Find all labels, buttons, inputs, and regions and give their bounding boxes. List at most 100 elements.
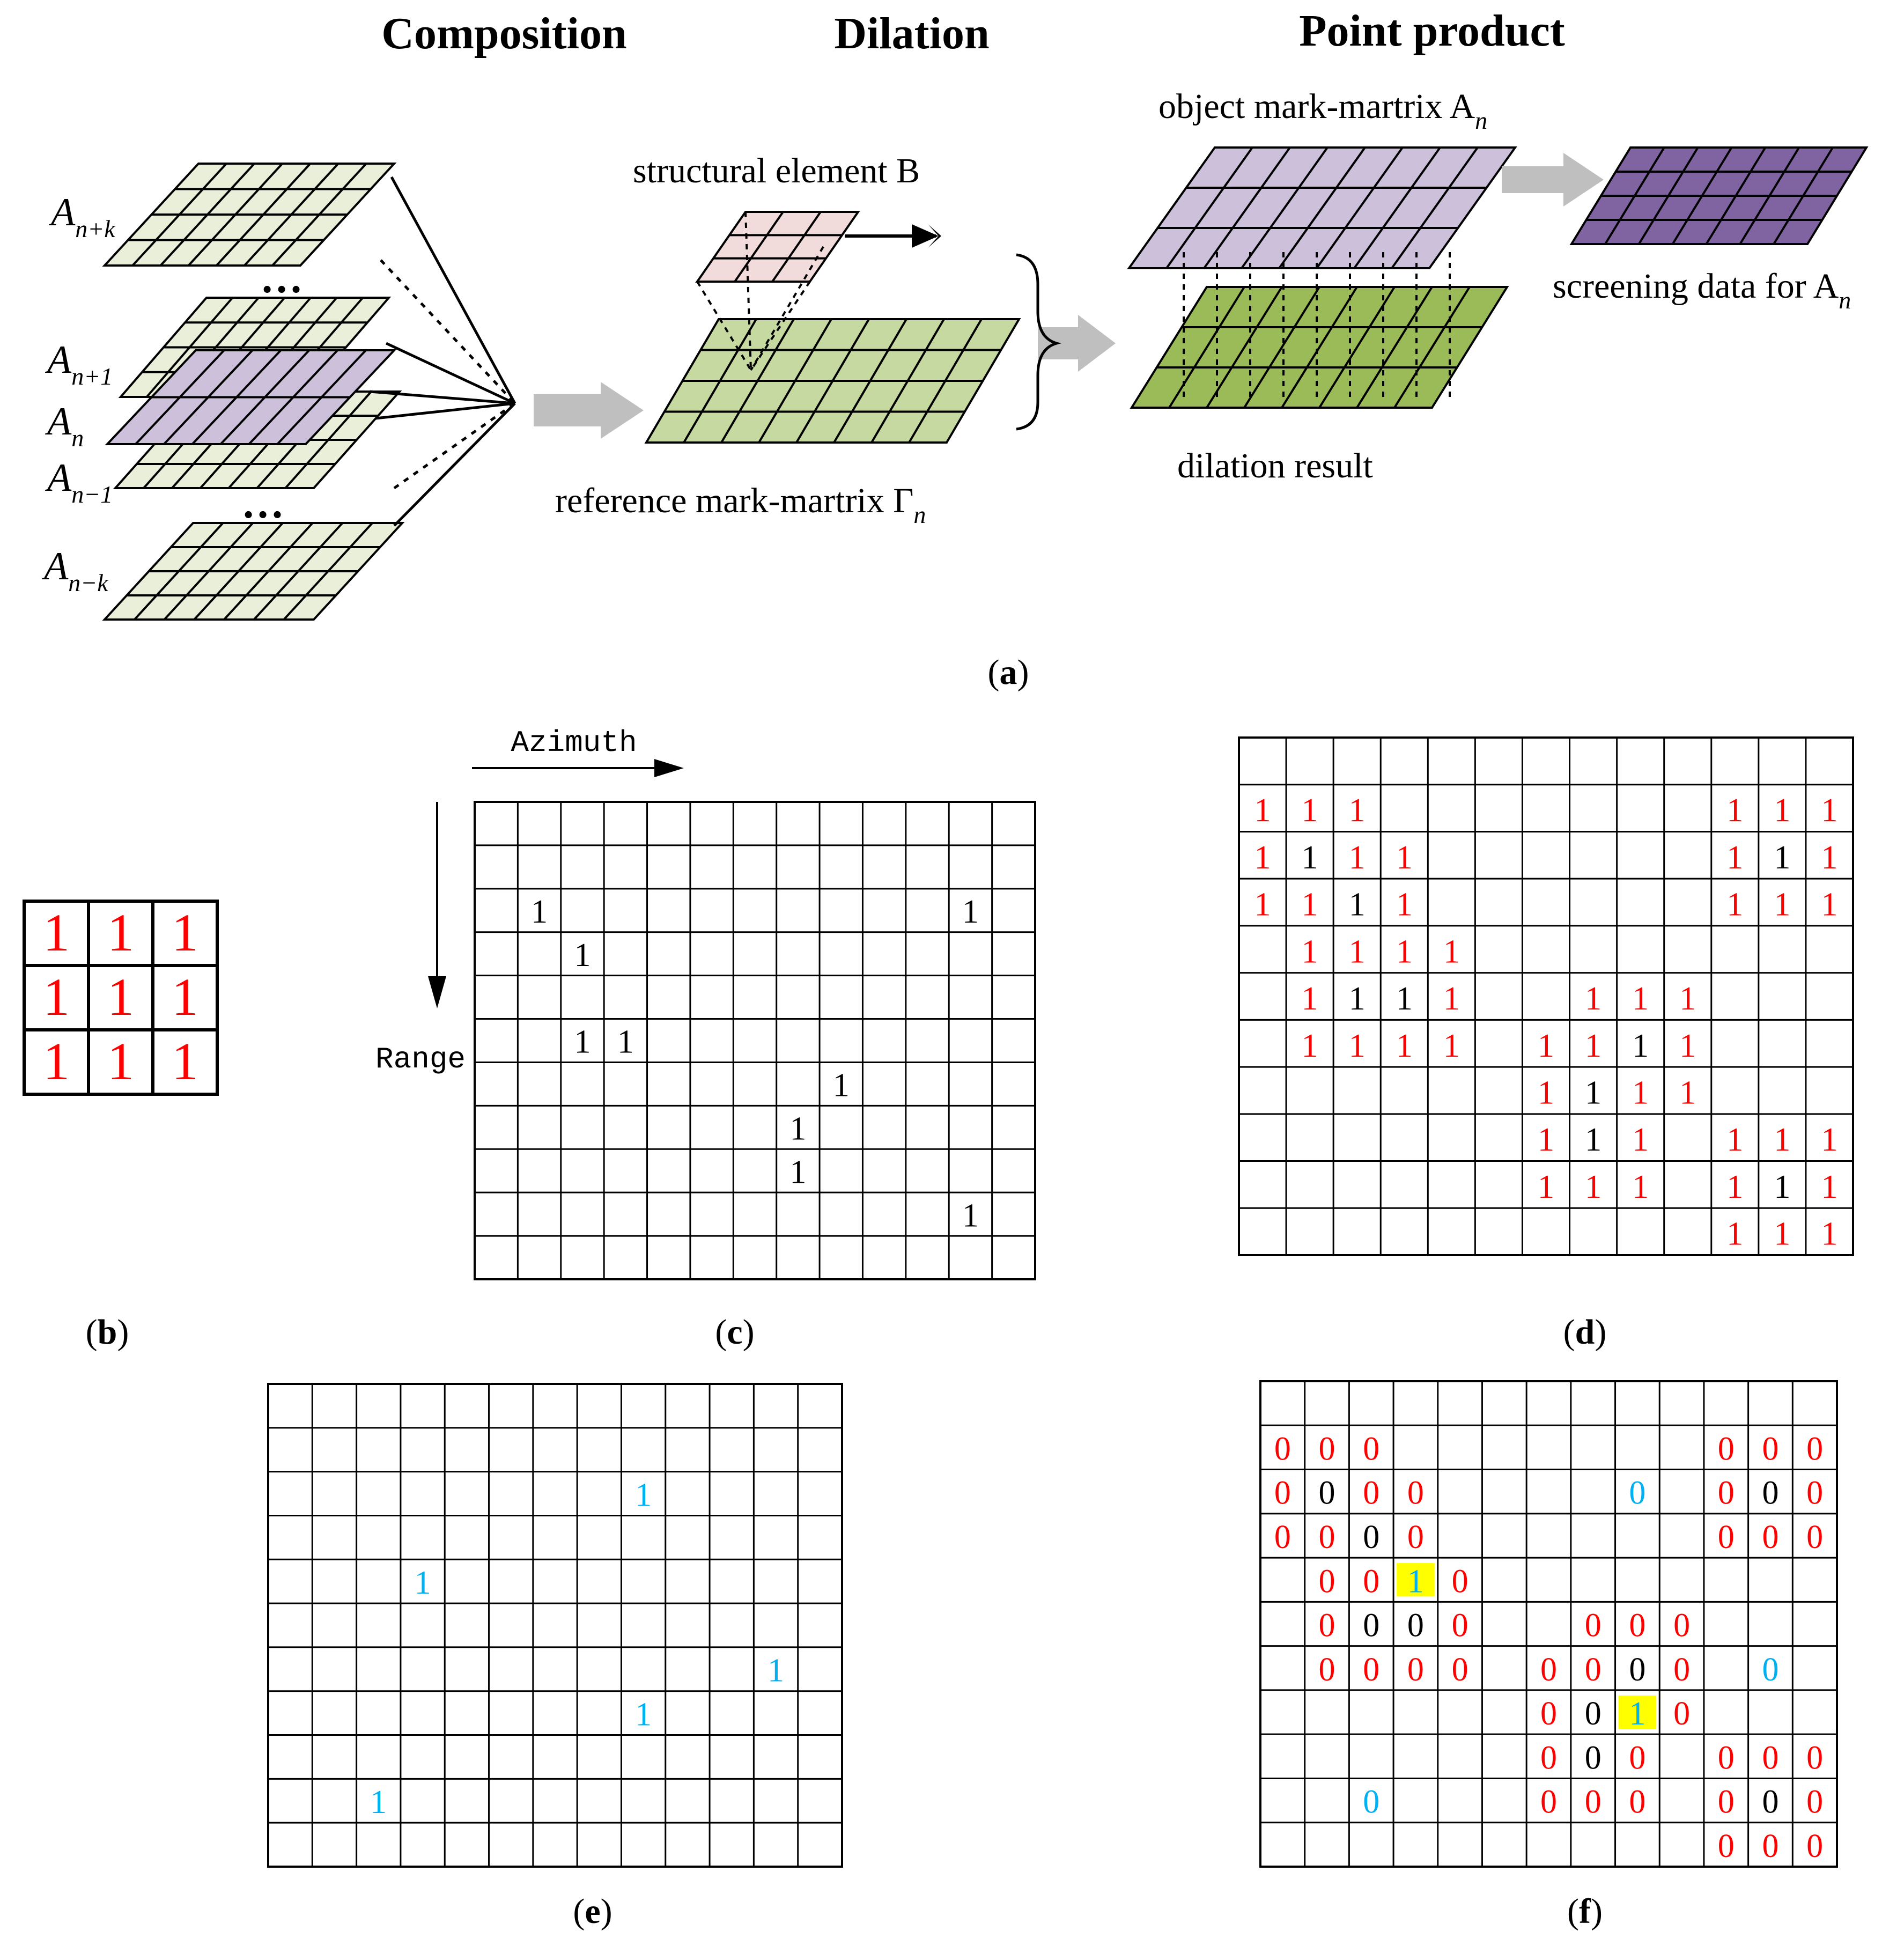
grid-cell-value: 0 xyxy=(1274,1519,1291,1556)
grid-cell-value: 1 xyxy=(833,1067,850,1104)
grid-cell-value: 1 xyxy=(962,894,979,930)
matrix-stack xyxy=(102,146,1869,621)
grid-cell-value: 1 xyxy=(1538,1169,1554,1205)
grid-cell-value: 1 xyxy=(1538,1028,1554,1064)
grid-cell-value: 0 xyxy=(1452,1652,1468,1688)
grid-cell-value: 1 xyxy=(1396,1028,1413,1064)
arrow-product-to-screening xyxy=(1502,153,1604,207)
grid-cell-value: 0 xyxy=(1363,1608,1379,1644)
grid-cell-value: 1 xyxy=(1396,933,1413,970)
label-dilation-result: dilation result xyxy=(1177,446,1373,485)
structural-element-arrowhead xyxy=(912,224,939,248)
ellipsis-lower: … xyxy=(241,480,284,527)
grid-cell-value: 1 xyxy=(1679,981,1696,1017)
grid-cell-value: 1 xyxy=(531,894,548,930)
grid-cell-value: 0 xyxy=(1319,1475,1335,1512)
grid-cell-value: 0 xyxy=(1806,1431,1823,1467)
grid-cell-value: 0 xyxy=(1363,1652,1379,1688)
dilation-result-matrix xyxy=(1130,286,1509,409)
grid-cell-value: 0 xyxy=(1762,1519,1778,1556)
grid-border xyxy=(474,801,1036,1280)
screening-matrix xyxy=(1569,146,1869,245)
grid-cell-value: 0 xyxy=(1762,1475,1778,1512)
grid-cell-value: 1 xyxy=(1349,981,1366,1017)
grid-cell-value: 0 xyxy=(1585,1784,1602,1821)
caption-d: (d) xyxy=(1563,1313,1607,1352)
grid-cell-value: 0 xyxy=(1540,1696,1557,1732)
grid-cell-value: 0 xyxy=(1407,1608,1424,1644)
grid-cell-value: 1 xyxy=(1407,1563,1424,1600)
grid-cell-value: 1 xyxy=(1821,887,1837,923)
grid-cell-value: 1 xyxy=(1302,887,1318,923)
grid-cell-value: 1 xyxy=(1629,1696,1645,1732)
grid-cell-value: 0 xyxy=(1718,1740,1735,1776)
grid-border xyxy=(267,1383,843,1868)
grid-cell-value: 1 xyxy=(1821,1216,1837,1252)
grid-cell-value: 1 xyxy=(767,1653,784,1689)
grid-cell-value: 0 xyxy=(1629,1784,1645,1821)
grid-cell-value: 0 xyxy=(1540,1652,1557,1688)
grid-cell-value: 1 xyxy=(1774,839,1790,876)
grid-cell-value: 1 xyxy=(1302,1028,1318,1064)
axis-label-azimuth: Azimuth xyxy=(511,726,637,760)
ellipsis-upper: … xyxy=(260,255,303,302)
grid-cell-value: 0 xyxy=(1673,1608,1690,1644)
grid-cell-value: 0 xyxy=(1363,1784,1379,1821)
grid-cell-value: 1 xyxy=(1349,792,1366,829)
grid-cell-value: 1 xyxy=(1679,1028,1696,1064)
grid-cell-value: 1 xyxy=(1632,1028,1649,1064)
structural-cell: 1 xyxy=(43,1031,70,1091)
grid-cell-value: 1 xyxy=(1585,1169,1602,1205)
grid-cell-value: 1 xyxy=(789,1110,806,1147)
grid-cell-value: 1 xyxy=(635,1697,652,1733)
grid-cell-value: 0 xyxy=(1806,1519,1823,1556)
structural-cell: 1 xyxy=(43,903,70,962)
grid-cell-value: 0 xyxy=(1319,1652,1335,1688)
label-a-n-minus-k: An−k xyxy=(41,544,109,596)
grid-cell-value: 1 xyxy=(1585,1075,1602,1111)
grid-cell-value: 0 xyxy=(1452,1563,1468,1600)
matrix-a-n-plus-k xyxy=(102,163,397,267)
label-a-n: An xyxy=(45,400,84,452)
grid-cell-value: 1 xyxy=(1726,1169,1743,1205)
grid-cell-value: 1 xyxy=(1302,981,1318,1017)
grid-cell-value: 1 xyxy=(1349,1028,1366,1064)
label-object-matrix: object mark-martrix An xyxy=(1158,87,1487,134)
arrow-composition-to-dilation xyxy=(534,382,644,439)
matrix-a-n xyxy=(105,349,397,445)
grid-cell-value: 0 xyxy=(1363,1475,1379,1512)
grid-cell-value: 0 xyxy=(1540,1740,1557,1776)
grid-cell-value: 1 xyxy=(1585,981,1602,1017)
structural-cell: 1 xyxy=(107,903,134,962)
grid-cell-value: 1 xyxy=(1302,839,1318,876)
grid-cell-value: 1 xyxy=(415,1565,431,1601)
grid-cell-value: 0 xyxy=(1806,1740,1823,1776)
grid-cell-value: 0 xyxy=(1806,1784,1823,1821)
grid-cell-value: 0 xyxy=(1319,1431,1335,1467)
structural-cell: 1 xyxy=(172,903,198,962)
grid-cell-value: 1 xyxy=(1726,887,1743,923)
grid-cell-value: 1 xyxy=(1726,1216,1743,1252)
grid-cell-value: 0 xyxy=(1762,1828,1778,1864)
caption-b: (b) xyxy=(86,1313,129,1352)
structural-cell: 1 xyxy=(107,967,134,1027)
grid-cell-value: 0 xyxy=(1762,1784,1778,1821)
grid-cell-value: 0 xyxy=(1363,1431,1379,1467)
fan-line xyxy=(370,390,515,405)
structural-element-b xyxy=(695,211,860,283)
grid-cell-value: 0 xyxy=(1718,1828,1735,1864)
label-a-n-plus-k: An+k xyxy=(48,190,116,242)
grid-cell-value: 0 xyxy=(1762,1431,1778,1467)
matrix-a-n-minus-k xyxy=(102,522,405,621)
grid-cell-value: 1 xyxy=(1396,981,1413,1017)
grid-cell-value: 0 xyxy=(1363,1519,1379,1556)
grid-cell-value: 1 xyxy=(1302,792,1318,829)
caption-f: (f) xyxy=(1567,1892,1603,1931)
structural-cell: 1 xyxy=(172,1031,198,1091)
grid-cell-value: 1 xyxy=(1774,792,1790,829)
grid-cell-value: 0 xyxy=(1319,1608,1335,1644)
title-composition: Composition xyxy=(381,9,626,58)
fan-line xyxy=(390,176,516,404)
highlight xyxy=(1397,1563,1435,1597)
